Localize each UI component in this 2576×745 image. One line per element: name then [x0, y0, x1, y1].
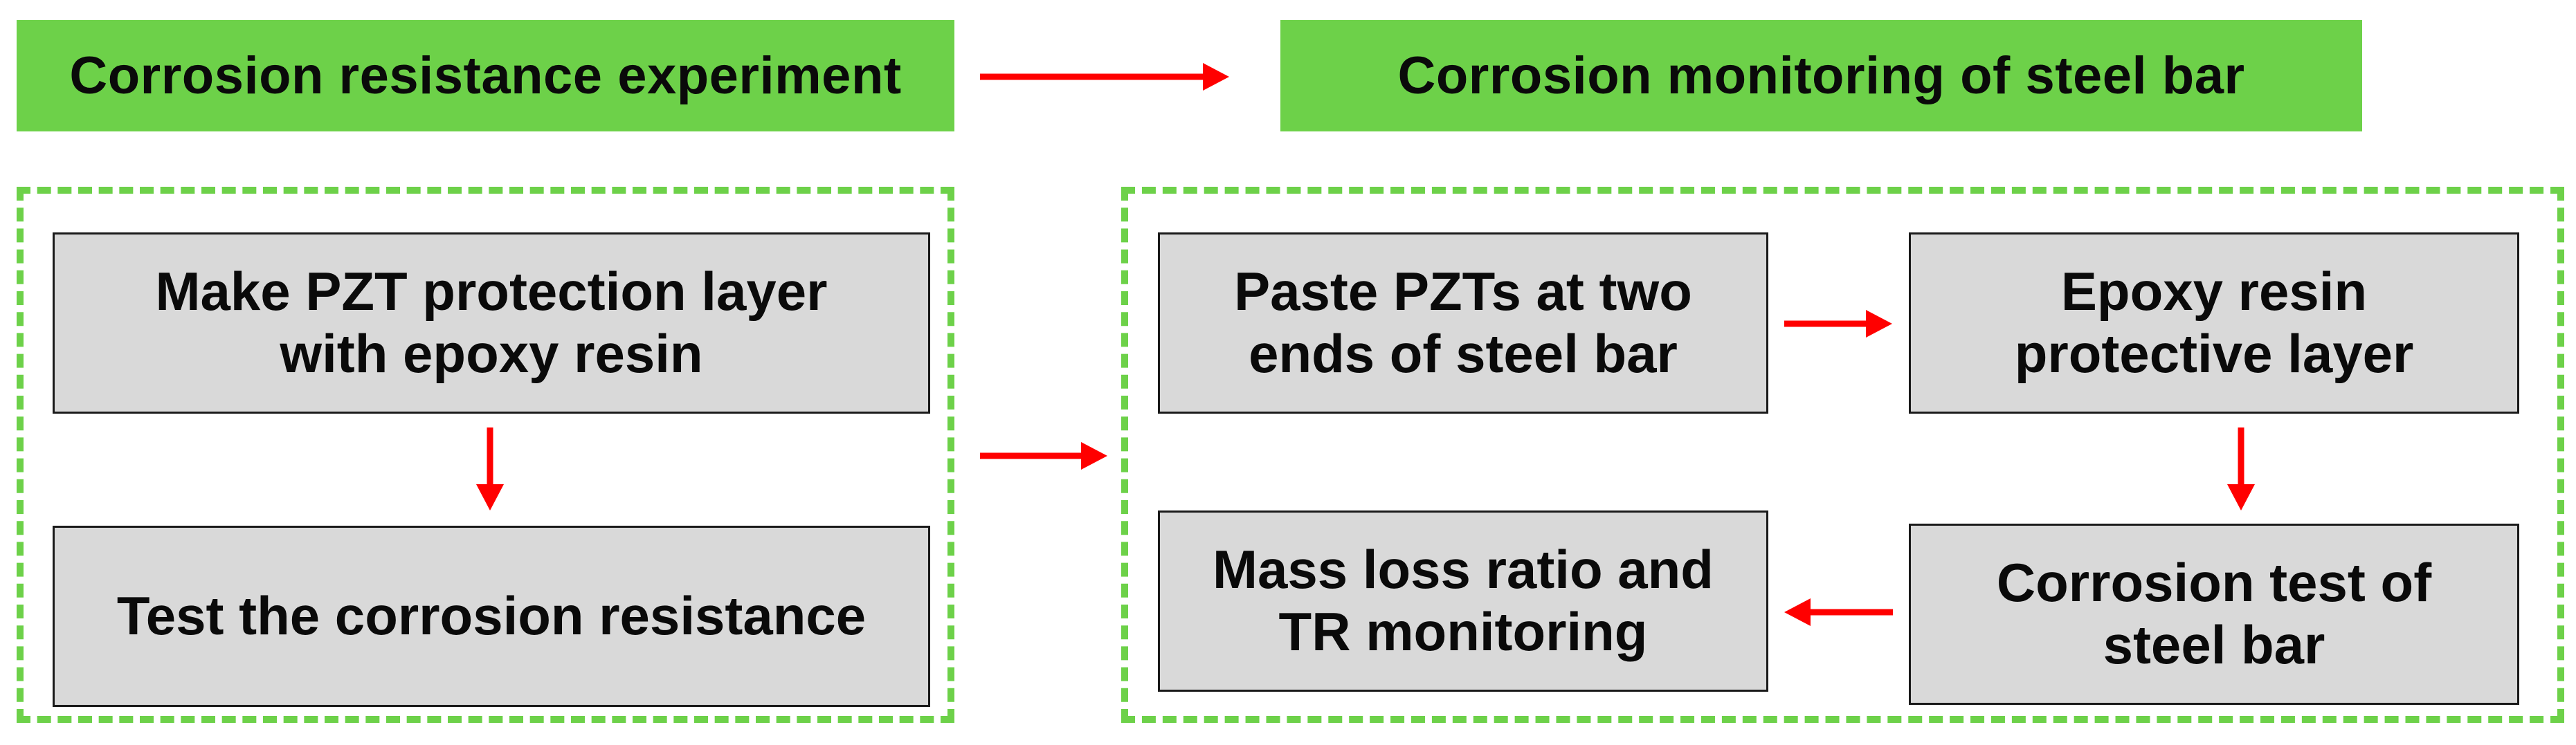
arrow-group-to-group	[980, 442, 1107, 470]
box-paste-pzts-line1: Paste PZTs at two	[1234, 261, 1692, 322]
box-test-corrosion-resistance: Test the corrosion resistance	[53, 526, 930, 707]
box-epoxy-line2: protective layer	[2014, 323, 2414, 384]
box-mass-loss-line1: Mass loss ratio and	[1213, 539, 1714, 600]
box-corrosion-test-of-steel-bar: Corrosion test of steel bar	[1909, 524, 2519, 705]
group-corrosion-monitoring	[1121, 187, 2564, 723]
box-corrosion-test-line1: Corrosion test of	[1996, 552, 2432, 614]
box-mass-loss-line2: TR monitoring	[1278, 601, 1648, 662]
group-corrosion-resistance-experiment	[17, 187, 954, 723]
arrow-make-to-test	[476, 427, 504, 511]
box-make-pzt-protection-layer: Make PZT protection layer with epoxy res…	[53, 232, 930, 414]
arrow-paste-to-epoxy	[1784, 310, 1892, 338]
arrow-corrosion-to-mass-loss	[1784, 598, 1893, 626]
box-paste-pzts-line2: ends of steel bar	[1249, 323, 1678, 384]
arrow-header-to-header	[980, 63, 1229, 91]
box-test-corrosion-line1: Test the corrosion resistance	[116, 585, 867, 647]
header-corrosion-monitoring: Corrosion monitoring of steel bar	[1280, 20, 2362, 131]
header-corrosion-resistance-experiment: Corrosion resistance experiment	[17, 20, 954, 131]
arrow-epoxy-to-corrosion	[2227, 427, 2255, 511]
box-epoxy-line1: Epoxy resin	[2060, 261, 2368, 322]
box-make-pzt-line1: Make PZT protection layer	[155, 261, 828, 322]
box-make-pzt-line2: with epoxy resin	[280, 323, 703, 384]
box-paste-pzts: Paste PZTs at two ends of steel bar	[1158, 232, 1768, 414]
box-corrosion-test-line2: steel bar	[2103, 614, 2325, 675]
box-mass-loss-tr-monitoring: Mass loss ratio and TR monitoring	[1158, 511, 1768, 692]
box-epoxy-resin-protective-layer: Epoxy resin protective layer	[1909, 232, 2519, 414]
